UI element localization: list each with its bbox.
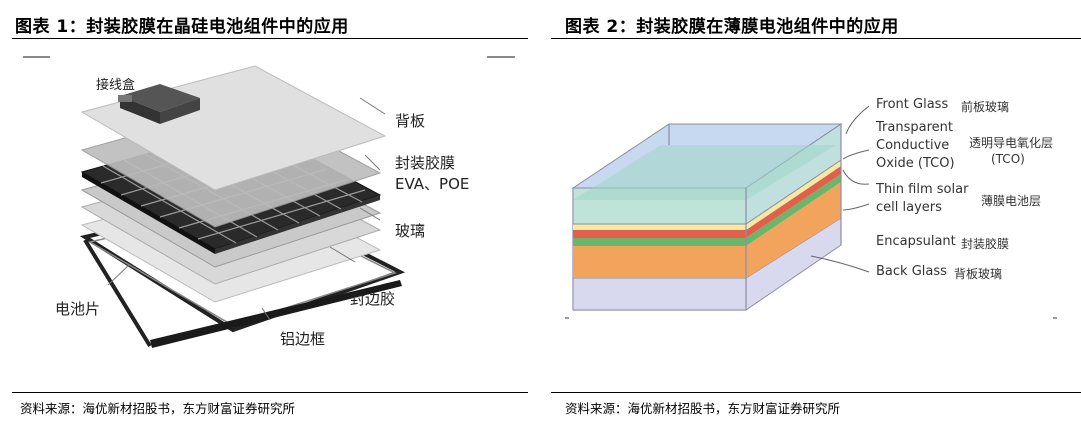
label-tco-zh-2: (TCO) bbox=[991, 152, 1025, 166]
figure-2-source: 资料来源：海优新材招股书，东方财富证券研究所 bbox=[565, 401, 841, 416]
label-thin-film-zh: 薄膜电池层 bbox=[981, 194, 1042, 208]
thin-film-module-cross-section-diagram bbox=[565, 105, 1057, 319]
label-encapsulant-types: EVA、POE bbox=[395, 175, 470, 193]
label-thin-film-en-2: cell layers bbox=[876, 200, 942, 215]
label-tco-zh-1: 透明导电氧化层 bbox=[969, 136, 1054, 150]
label-sealant: 封边胶 bbox=[350, 290, 396, 308]
label-cell: 电池片 bbox=[55, 300, 101, 318]
label-junction-box: 接线盒 bbox=[96, 78, 136, 93]
label-tco-en-3: Oxide (TCO) bbox=[876, 156, 955, 171]
figure-2-title: 图表 2：封装胶膜在薄膜电池组件中的应用 bbox=[565, 17, 899, 37]
red-layer bbox=[573, 166, 841, 238]
label-glass: 玻璃 bbox=[395, 222, 426, 240]
figure-1-title: 图表 1：封装胶膜在晶硅电池组件中的应用 bbox=[15, 17, 349, 37]
label-tco-en-2: Conductive bbox=[876, 138, 950, 153]
label-backsheet: 背板 bbox=[395, 112, 426, 130]
green-layer bbox=[573, 174, 841, 246]
figure-1-top-rule bbox=[12, 38, 528, 39]
label-frame: 铝边框 bbox=[280, 330, 326, 348]
label-encapsulant-zh: 封装胶膜 bbox=[961, 237, 1010, 251]
figure-1-source: 资料来源：海优新材招股书，东方财富证券研究所 bbox=[20, 401, 296, 416]
figure-2-panel: 图表 2：封装胶膜在薄膜电池组件中的应用 bbox=[551, 0, 1081, 441]
orange-layer bbox=[573, 182, 841, 278]
figure-1-bottom-rule bbox=[12, 392, 528, 393]
junction-box bbox=[118, 84, 200, 124]
label-front-glass-en: Front Glass bbox=[876, 97, 949, 112]
label-back-glass-en: Back Glass bbox=[876, 264, 947, 279]
figure-2-top-rule bbox=[551, 38, 1081, 39]
figure-2-bottom-rule bbox=[551, 392, 1081, 393]
figure-1-panel: 图表 1：封装胶膜在晶硅电池组件中的应用 bbox=[0, 0, 540, 441]
label-encapsulant: 封装胶膜 bbox=[395, 154, 456, 172]
label-encapsulant-en: Encapsulant bbox=[876, 234, 956, 249]
label-front-glass-zh: 前板玻璃 bbox=[961, 100, 1010, 114]
crystalline-module-exploded-diagram bbox=[23, 56, 515, 348]
label-thin-film-en-1: Thin film solar bbox=[876, 182, 969, 197]
label-tco-en-1: Transparent bbox=[876, 120, 953, 135]
label-back-glass-zh: 背板玻璃 bbox=[954, 267, 1003, 281]
